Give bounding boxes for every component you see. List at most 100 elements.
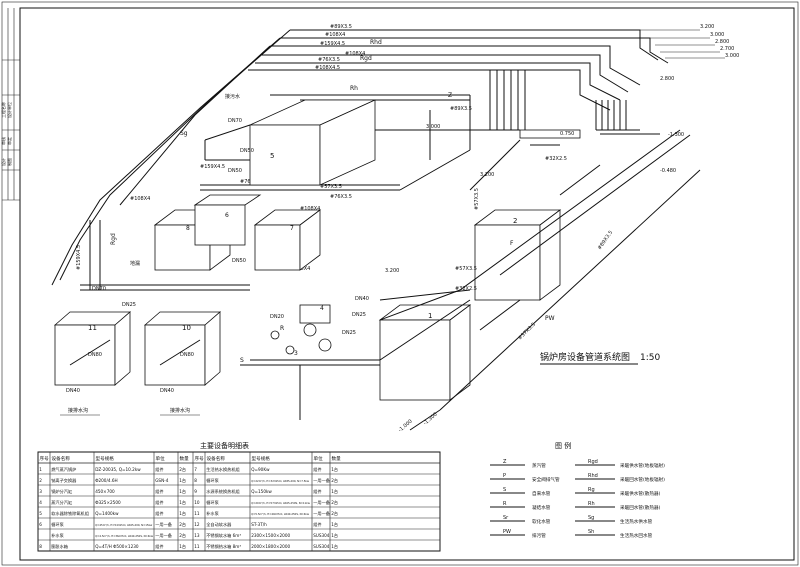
equipment-number: 8	[186, 225, 190, 232]
elevation-label: 3.200	[700, 24, 714, 30]
legend-label: 生活热水回水管	[620, 532, 653, 539]
elevation-label: 3.000	[426, 124, 440, 130]
pipe-label: #57X3.5	[517, 322, 537, 342]
legend-code: Rhd	[588, 473, 598, 479]
table-cell: 补水泵	[206, 510, 219, 517]
table-cell: 1台	[331, 466, 338, 473]
table-cell: 2台	[331, 477, 338, 484]
table-cell: GSN-4	[155, 478, 169, 483]
pipe-label: #57X3.5	[320, 184, 342, 190]
table-cell: Q=1400kw	[95, 511, 119, 516]
table-cell: 6	[39, 522, 42, 527]
table-cell: ST-3T/h	[251, 522, 267, 527]
elevation-label: -1.300	[422, 412, 438, 427]
note-label: 接排水沟	[170, 407, 190, 414]
pipe-label: R	[280, 325, 284, 332]
table-cell: 一用一备	[313, 477, 331, 484]
pipe-label: Rh	[350, 85, 358, 92]
dn-label: DN25	[122, 302, 136, 308]
equipment-tank-11: 11	[53, 311, 132, 386]
pipe-label: #57X3.5	[474, 188, 480, 210]
table-header-cell: 单位	[156, 455, 166, 462]
table-cell: Q=4.5m³/h, H=36mH₂O, LR40-250S, N=4kw	[95, 534, 154, 538]
note-label: 地漏	[130, 260, 140, 267]
table-cell: SUS304	[313, 544, 330, 549]
table-cell: 7	[194, 467, 197, 472]
equipment-number: 5	[270, 152, 274, 160]
pump-group	[240, 304, 380, 420]
table-cell: 组件	[155, 488, 163, 495]
table-cell: 12	[194, 522, 200, 527]
elevation-label: -0.480	[660, 168, 676, 174]
equipment-tank-5: 5	[204, 99, 376, 186]
pipe-label: #108X4	[130, 196, 150, 202]
table-cell: 2000×1800×2000	[251, 544, 290, 549]
table-header-cell: 数量	[332, 455, 342, 462]
legend-label: 生活热水供水管	[620, 518, 653, 525]
pipe-label: #159X4.5	[320, 41, 345, 47]
pipe-label: #108X4	[325, 32, 345, 38]
table-cell: DZ-20035, Q=10.2kw	[95, 467, 141, 472]
pipe-label: Rgd	[110, 233, 117, 245]
legend: 图 例	[555, 441, 571, 450]
table-header-cell: 序号	[40, 455, 50, 462]
legend-label: 安全阀排气管	[532, 476, 560, 483]
table-cell: 11	[194, 511, 200, 516]
dn-label: DN40	[160, 388, 174, 394]
table-title: 主要设备明细表	[200, 441, 249, 450]
pipe-label: #108X4.5	[315, 65, 340, 71]
elevation-label: 3.200	[480, 172, 494, 178]
table-cell: 8	[194, 478, 197, 483]
table-cell: 4	[39, 500, 42, 505]
dn-label: DN70	[92, 286, 106, 292]
table-cell: 组件	[155, 543, 163, 550]
dn-label: DN40	[66, 388, 80, 394]
table-cell: Q=45m³/h, H=54mH₂O, LR65-200, N=15kw	[95, 523, 153, 527]
table-cell: SUS304	[313, 533, 330, 538]
legend-label: 蒸汽管	[532, 462, 546, 469]
table-cell: Q=90Kw	[251, 467, 270, 472]
legend-code: Z	[503, 459, 507, 465]
table-header-cell: 序号	[195, 455, 205, 462]
table-cell: 1台	[331, 521, 338, 528]
table-cell: 软水器除铁除氧机组	[51, 510, 89, 517]
pipe-label: #108X4	[300, 206, 320, 212]
pipe-label: S	[240, 357, 244, 364]
pipe-label: Rhd	[370, 39, 382, 46]
table-cell: 膨胀水箱	[51, 543, 68, 550]
note-label: 接污水	[225, 93, 240, 100]
right-diagonal-pipes	[379, 129, 701, 431]
table-header-cell: 单位	[314, 455, 324, 462]
dn-label: DN80	[88, 352, 102, 358]
title-block-cell: 设计单位	[6, 102, 12, 118]
table-cell: 组件	[155, 510, 163, 517]
dn-label: DN20	[270, 314, 284, 320]
table-cell: 一用一备	[155, 532, 173, 539]
equipment-number: 11	[88, 324, 97, 332]
table-cell: 1	[39, 467, 42, 472]
dn-label: DN70	[228, 118, 242, 124]
table-cell: 11	[194, 544, 200, 549]
pipe-label: #108X4	[345, 51, 365, 57]
legend-label: 自来水管	[532, 490, 551, 497]
table-cell: 不锈钢热水箱 8m³	[206, 543, 241, 550]
table-cell: 1台	[179, 510, 186, 517]
table-cell: 2	[39, 478, 42, 483]
pipe-label: #32X2.5	[545, 156, 567, 162]
left-pipe-run	[51, 29, 291, 291]
pipe-label: #89X3.5	[450, 106, 472, 112]
table-cell: 生活热水换热机组	[206, 466, 240, 473]
legend-code: Rh	[588, 501, 595, 507]
legend-label: 采暖供水管(地板辐射)	[620, 462, 665, 469]
table-cell: 一用一备	[155, 521, 173, 528]
dn-label: DN25	[352, 312, 366, 318]
legend-label: 采暖供水管(散热器)	[620, 490, 661, 497]
elevation-label: 3.000	[725, 53, 739, 59]
pipe-label: #32X2.5	[455, 286, 477, 292]
elevation-label: 3.200	[385, 268, 399, 274]
pipe-label: F	[510, 240, 514, 247]
table-cell: 燃气蒸汽锅炉	[51, 466, 76, 473]
table-cell: 蒸汽分汽缸	[51, 499, 73, 506]
